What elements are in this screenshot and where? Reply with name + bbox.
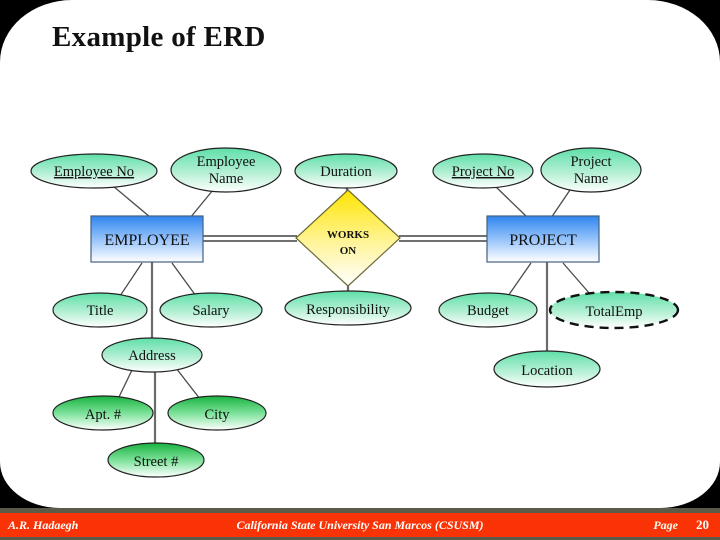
attribute-label: Apt. # bbox=[85, 407, 121, 423]
attribute-address[interactable]: Address bbox=[101, 337, 203, 373]
entity-label: EMPLOYEE bbox=[104, 232, 189, 249]
attribute-label: Budget bbox=[467, 303, 509, 319]
footer-author: A.R. Hadaegh bbox=[8, 518, 79, 532]
line-budget bbox=[507, 262, 532, 297]
line-city bbox=[175, 367, 201, 400]
line-project-no bbox=[494, 185, 528, 218]
attribute-apt[interactable]: Apt. # bbox=[52, 395, 154, 431]
attribute-ellipse bbox=[159, 292, 263, 328]
line-apt bbox=[117, 367, 134, 400]
attribute-label: Salary bbox=[192, 303, 230, 319]
attribute-salary[interactable]: Salary bbox=[159, 292, 263, 328]
attribute-ellipse bbox=[284, 290, 412, 326]
attribute-ellipse bbox=[101, 337, 203, 373]
attribute-ellipse bbox=[52, 292, 148, 328]
attribute-label: Address bbox=[128, 348, 176, 364]
attribute-location[interactable]: Location bbox=[493, 350, 601, 388]
entity-rect bbox=[486, 215, 600, 263]
attribute-ellipse bbox=[170, 147, 282, 193]
attribute-ellipse bbox=[540, 147, 642, 193]
attribute-label-line1: Employee bbox=[197, 154, 256, 170]
attribute-totalemp[interactable]: TotalEmp bbox=[548, 290, 680, 330]
attribute-ellipse bbox=[167, 395, 267, 431]
entity-label: PROJECT bbox=[509, 232, 577, 249]
attribute-ellipse bbox=[107, 442, 205, 478]
attribute-project-no[interactable]: Project No bbox=[432, 153, 534, 189]
attribute-label-line2: Name bbox=[574, 171, 609, 187]
attribute-label-line2: Name bbox=[209, 171, 244, 187]
line-employee-name bbox=[189, 189, 214, 219]
attribute-project-name[interactable]: Project Name bbox=[540, 147, 642, 193]
attribute-ellipse bbox=[438, 292, 538, 328]
footer-institution: California State University San Marcos (… bbox=[236, 518, 484, 532]
footer-page-label: Page bbox=[653, 518, 678, 532]
line-totalemp bbox=[562, 262, 591, 295]
connector-employee-workson bbox=[203, 235, 297, 242]
page-title: Example of ERD bbox=[52, 21, 266, 53]
line-salary bbox=[171, 262, 197, 297]
entity-rect bbox=[90, 215, 204, 263]
relationship-diamond bbox=[295, 189, 401, 287]
attribute-street[interactable]: Street # bbox=[107, 442, 205, 478]
attribute-ellipse bbox=[294, 153, 398, 189]
attribute-city[interactable]: City bbox=[167, 395, 267, 431]
entity-employee[interactable]: EMPLOYEE bbox=[90, 215, 204, 263]
relationship-label-line1: WORKS bbox=[327, 229, 369, 241]
footer-page-number: 20 bbox=[696, 517, 709, 532]
attribute-ellipse bbox=[52, 395, 154, 431]
attribute-employee-name[interactable]: Employee Name bbox=[170, 147, 282, 193]
attribute-label: TotalEmp bbox=[586, 304, 643, 320]
attribute-ellipse-derived bbox=[548, 290, 680, 330]
attribute-ellipse bbox=[432, 153, 534, 189]
attribute-label: Street # bbox=[134, 454, 179, 470]
line-employee-no bbox=[112, 185, 151, 218]
erd-diagram: Employee No Employee Name Duration Proje… bbox=[30, 147, 680, 478]
attribute-label: Title bbox=[87, 303, 114, 319]
attribute-label-line1: Project bbox=[570, 154, 611, 170]
relationship-label-line2: ON bbox=[340, 245, 357, 257]
attribute-label: Employee No bbox=[54, 164, 134, 180]
connector-lines bbox=[112, 185, 591, 445]
line-title bbox=[119, 262, 143, 297]
footer-bottom-strip bbox=[0, 537, 720, 540]
attribute-label: Project No bbox=[452, 164, 514, 180]
line-project-name bbox=[550, 189, 571, 219]
attribute-label: Duration bbox=[320, 164, 372, 180]
entity-project[interactable]: PROJECT bbox=[486, 215, 600, 263]
attribute-label: City bbox=[205, 407, 231, 423]
footer-bar: A.R. Hadaegh California State University… bbox=[0, 513, 720, 537]
attribute-label: Responsibility bbox=[306, 302, 391, 318]
attribute-ellipse bbox=[493, 350, 601, 388]
attribute-budget[interactable]: Budget bbox=[438, 292, 538, 328]
attribute-responsibility[interactable]: Responsibility bbox=[284, 290, 412, 326]
attribute-ellipse bbox=[30, 153, 158, 189]
attribute-employee-no[interactable]: Employee No bbox=[30, 153, 158, 189]
connector-project-workson bbox=[399, 235, 487, 242]
footer-top-strip bbox=[0, 508, 720, 513]
relationship-works-on[interactable]: WORKS ON bbox=[295, 189, 401, 287]
attribute-label: Location bbox=[521, 363, 573, 379]
attribute-duration[interactable]: Duration bbox=[294, 153, 398, 189]
attribute-title[interactable]: Title bbox=[52, 292, 148, 328]
